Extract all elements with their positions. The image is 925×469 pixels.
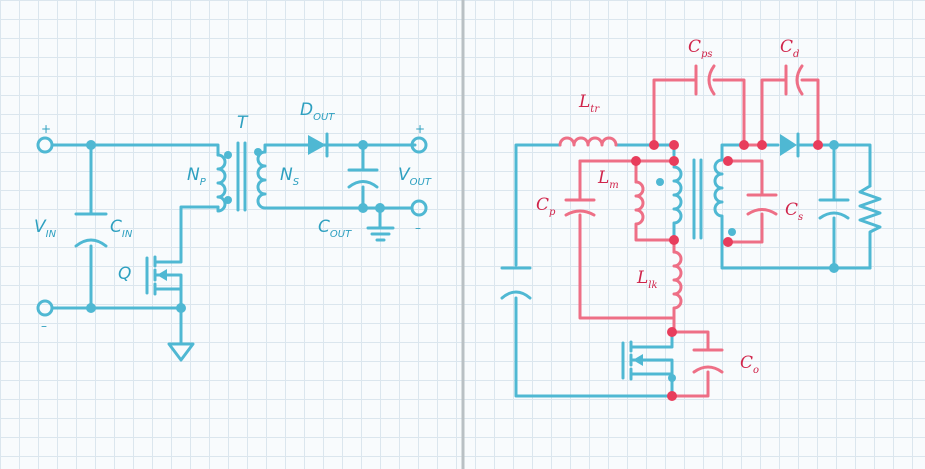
- drain-wire: [179, 205, 220, 257]
- load-resistor: [858, 184, 882, 270]
- secondary-winding: [256, 150, 414, 210]
- label-cs: Cs: [785, 200, 803, 223]
- leakage-inductor-llk: [672, 238, 683, 334]
- vout-positive-terminal: [410, 136, 428, 154]
- label-cd: Cd: [780, 37, 799, 60]
- vout-plus-sign: +: [415, 122, 425, 136]
- ideal-flyback-circuit: [36, 132, 428, 362]
- input-bottom-wire: [514, 296, 674, 398]
- label-q: Q: [118, 264, 131, 284]
- capacitor-cd: [760, 64, 820, 147]
- label-cp: Cp: [536, 195, 556, 218]
- label-np: NP: [187, 165, 207, 188]
- input-left-wire: [514, 143, 562, 267]
- label-vout: VOUT: [398, 165, 432, 188]
- ltr-to-primary-wire: [614, 143, 676, 157]
- ground-icon: [167, 342, 195, 362]
- transformer-core-right: [692, 158, 703, 240]
- secondary-winding-right: [713, 158, 724, 234]
- input-capacitor-right: [500, 266, 532, 300]
- capacitor-cps: [652, 64, 746, 147]
- label-lm: Lm: [597, 168, 619, 191]
- transformer-core: [236, 141, 247, 212]
- vin-plus-sign: +: [41, 122, 51, 136]
- circuit-junction-dots-right: [656, 140, 839, 382]
- parasitic-flyback-circuit: [500, 64, 882, 401]
- label-cout: COUT: [318, 217, 352, 240]
- label-cin: CIN: [110, 217, 133, 240]
- vout-minus-sign: –: [415, 221, 421, 235]
- output-diode-right: [780, 132, 872, 188]
- vin-negative-terminal: [36, 299, 54, 317]
- mosfet-right: [621, 330, 674, 398]
- label-co: Co: [740, 353, 759, 376]
- secondary-return-wire: [720, 230, 872, 270]
- capacitor-cp: [564, 159, 674, 320]
- label-t: T: [237, 113, 249, 133]
- secondary-top-wire: [263, 143, 307, 154]
- output-capacitor: [347, 143, 379, 210]
- input-capacitor: [74, 143, 108, 310]
- vin-positive-terminal: [36, 136, 54, 154]
- transformer-leakage-ltr: [558, 136, 618, 147]
- parasitic-junction-dots: [631, 140, 823, 401]
- primary-winding: [216, 153, 227, 213]
- capacitor-cs: [726, 159, 778, 244]
- output-capacitor-right: [818, 143, 850, 270]
- primary-winding-right: [672, 165, 683, 240]
- mosfet-q: [145, 253, 183, 310]
- label-dout: DOUT: [300, 100, 335, 123]
- top-input-rail: [50, 143, 220, 157]
- junction-dots: [86, 140, 385, 313]
- capacitor-co: [670, 330, 724, 398]
- label-ltr: Ltr: [578, 92, 600, 115]
- label-llk: Llk: [636, 268, 658, 291]
- vout-negative-terminal: [410, 199, 428, 217]
- output-ground-icon: [366, 206, 395, 242]
- label-vin: VIN: [34, 217, 57, 240]
- label-ns: NS: [280, 165, 300, 188]
- vin-minus-sign: –: [41, 319, 47, 333]
- label-cps: Cps: [688, 37, 713, 60]
